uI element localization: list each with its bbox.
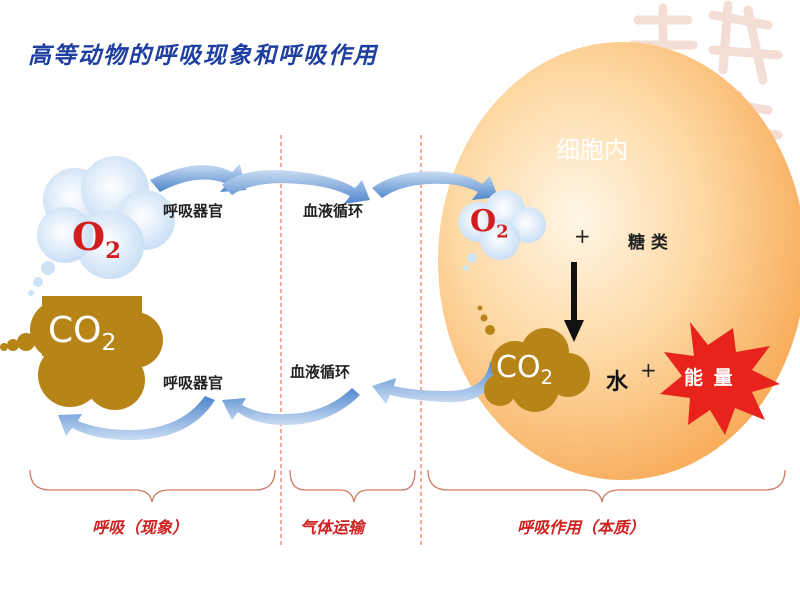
top-arrow-1 [150,164,246,192]
o2-sub-right: 2 [496,221,509,243]
bottom-organ-label: 呼吸器官 [163,374,224,392]
bottom-arrow-3 [58,396,215,440]
o2-label-left: O2 [72,214,121,264]
co2-label-left: CO2 [48,310,116,356]
top-arrow-3 [372,171,498,200]
co2-cloud-right [477,305,590,412]
brace-respiration [29,469,276,503]
co2-main-right: CO [496,350,541,385]
sugar-label: 糖 类 [628,233,668,253]
bottom-arrow-1 [372,360,500,404]
phase-label-transport: 气体运输 [300,518,365,537]
co2-label-right: CO2 [496,350,553,389]
co2-cloud-left [0,296,163,410]
o2-cloud-left [28,156,175,296]
co2-main-left: CO [48,310,102,351]
phase-label-cellular: 呼吸作用（本质） [517,518,646,537]
energy-label: 能 量 [684,367,735,389]
water-label: 水 [606,370,629,395]
top-organ-label: 呼吸器官 [163,202,224,220]
top-arrow-2 [222,170,370,204]
plus-sign-energy: + [640,358,657,382]
phase-braces [29,469,786,503]
o2-label-right: O2 [470,204,509,242]
page-title: 高等动物的呼吸现象和呼吸作用 [28,43,378,69]
plus-sign-sugar: + [574,224,591,248]
o2-main-left: O [72,214,106,259]
reaction-down-arrow [564,262,584,342]
phase-label-respiration: 呼吸（现象） [92,518,189,537]
energy-burst [660,322,780,435]
o2-main-right: O [470,204,497,239]
o2-cloud-right [458,190,546,271]
brace-cellular [427,469,786,503]
brace-transport [289,469,416,503]
bottom-circulation-label: 血液循环 [290,363,351,381]
cell-label: 细胞内 [556,136,628,164]
co2-sub-right: 2 [540,365,553,389]
top-circulation-label: 血液循环 [303,202,364,220]
co2-sub-left: 2 [101,328,117,357]
bottom-arrow-2 [222,388,360,425]
o2-sub-left: 2 [105,237,121,264]
